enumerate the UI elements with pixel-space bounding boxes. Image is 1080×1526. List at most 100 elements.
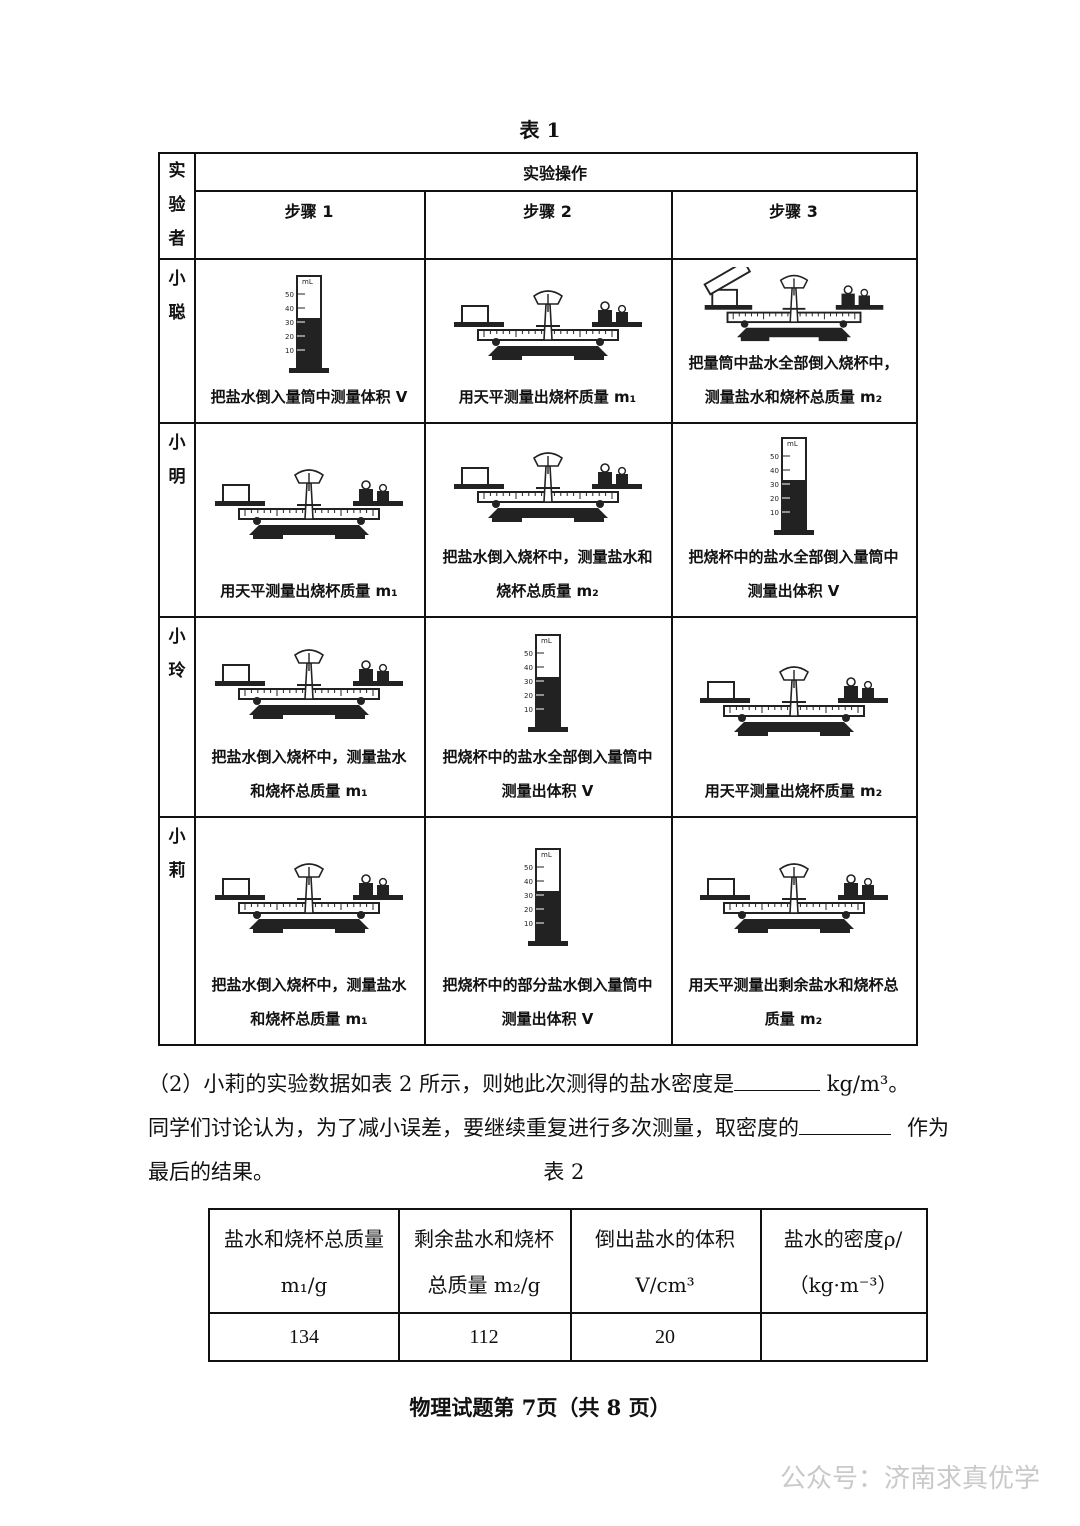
table2-header-line: 剩余盐水和烧杯 <box>414 1227 554 1251</box>
table2-header-line: 盐水的密度ρ/ <box>783 1227 903 1251</box>
question-text-2a: 同学们讨论认为，为了减小误差，要继续重复进行多次测量，取密度的 <box>148 1116 799 1140</box>
table2-header-line: m₁/g <box>280 1273 328 1297</box>
table2-value-1: 134 <box>289 1326 319 1348</box>
svg-text:30: 30 <box>285 319 294 327</box>
table2-row-line <box>210 1312 926 1314</box>
step-cell: 用天平测量出烧杯质量 m₂ <box>671 616 916 816</box>
question-text-2b: 作为 <box>907 1116 949 1140</box>
step-caption: 用天平测量出烧杯质量 m₁ <box>194 574 424 608</box>
svg-text:20: 20 <box>524 692 533 700</box>
step-caption: 把盐水倒入烧杯中，测量盐水和烧杯总质量 m₂ <box>424 540 671 608</box>
balance-icon <box>453 290 642 360</box>
svg-text:40: 40 <box>770 467 779 475</box>
caption-line: 测量出体积 V <box>747 582 840 600</box>
balance-drawing <box>453 290 642 360</box>
svg-text:mL: mL <box>541 637 552 645</box>
balance-icon <box>215 649 403 719</box>
table2-value-4[interactable] <box>760 1314 926 1360</box>
table2-header-line: 盐水和烧杯总质量 <box>224 1227 384 1251</box>
step-cell: 用天平测量出烧杯质量 m₁ <box>424 258 671 422</box>
caption-line: 把盐水倒入烧杯中，测量盐水和 <box>442 548 653 566</box>
balance-drawing <box>699 863 888 933</box>
caption-line: 测量出体积 V <box>501 1010 594 1028</box>
svg-text:50: 50 <box>285 291 294 299</box>
caption-line: 和烧杯总质量 m₁ <box>250 782 368 800</box>
step-header-3: 步骤 3 <box>769 202 818 221</box>
caption-line: 把盐水倒入烧杯中，测量盐水 <box>211 976 407 994</box>
svg-text:mL: mL <box>302 278 313 286</box>
table2-header-line: V/cm³ <box>635 1273 695 1297</box>
table2-header-1: 盐水和烧杯总质量 m₁/g <box>210 1210 398 1314</box>
step-cell: 把盐水倒入烧杯中，测量盐水和烧杯总质量 m₂ <box>424 422 671 616</box>
caption-line: 把盐水倒入烧杯中，测量盐水 <box>211 748 407 766</box>
table2-col-line <box>398 1210 400 1360</box>
balance-drawing <box>699 666 888 736</box>
step-cell: 用天平测量出剩余盐水和烧杯总质量 m₂ <box>671 816 916 1044</box>
table2-value-3: 20 <box>655 1326 675 1348</box>
table2-value-2: 112 <box>469 1326 499 1348</box>
svg-text:10: 10 <box>524 920 533 928</box>
svg-text:40: 40 <box>524 878 533 886</box>
balance-icon <box>215 863 403 933</box>
svg-text:10: 10 <box>524 706 533 714</box>
balance-icon <box>699 666 888 736</box>
step-cell: mL 50 40 30 20 10 把烧杯中的盐水全部倒入量筒中测量出体积 V <box>671 422 916 616</box>
group-header: 实验操作 <box>522 164 587 183</box>
cylinder-icon: mL 50 40 30 20 10 <box>770 437 814 535</box>
svg-text:50: 50 <box>770 453 779 461</box>
svg-text:10: 10 <box>285 347 294 355</box>
balance-pour-icon <box>702 267 883 342</box>
svg-text:20: 20 <box>770 495 779 503</box>
question-line-1: （2）小莉的实验数据如表 2 所示，则她此次测得的盐水密度是 kg/m³。 <box>148 1062 909 1106</box>
step-cell: 把盐水倒入烧杯中，测量盐水和烧杯总质量 m₁ <box>194 816 424 1044</box>
method-answer-blank[interactable] <box>799 1112 891 1135</box>
svg-text:40: 40 <box>524 664 533 672</box>
caption-line: 把盐水倒入量筒中测量体积 V <box>210 388 408 406</box>
table1-row-line <box>160 422 916 424</box>
svg-text:50: 50 <box>524 864 533 872</box>
step-caption: 用天平测量出烧杯质量 m₁ <box>424 380 671 414</box>
svg-text:30: 30 <box>770 481 779 489</box>
experimenter-name-char: 小 <box>168 827 186 847</box>
step-caption: 把烧杯中的盐水全部倒入量筒中测量出体积 V <box>424 740 671 808</box>
cylinder-drawing: mL 50 40 30 20 10 <box>770 437 814 535</box>
table2-col-line <box>570 1210 572 1360</box>
density-answer-blank[interactable] <box>734 1068 821 1091</box>
table2-header-line: 总质量 m₂/g <box>427 1273 541 1297</box>
step-caption: 把烧杯中的部分盐水倒入量筒中测量出体积 V <box>424 968 671 1036</box>
table2-header-4: 盐水的密度ρ/（kg·m⁻³） <box>760 1210 926 1314</box>
svg-text:50: 50 <box>524 650 533 658</box>
caption-line: 烧杯总质量 m₂ <box>496 582 599 600</box>
caption-line: 把烧杯中的盐水全部倒入量筒中 <box>442 748 653 766</box>
experimenter-name-char: 莉 <box>168 861 186 881</box>
table2-col-line <box>760 1210 762 1360</box>
table1-title: 表 1 <box>519 118 561 142</box>
step-caption: 用天平测量出烧杯质量 m₂ <box>671 774 916 808</box>
step-caption: 用天平测量出剩余盐水和烧杯总质量 m₂ <box>671 968 916 1036</box>
cylinder-icon: mL 50 40 30 20 10 <box>524 634 568 732</box>
caption-line: 测量盐水和烧杯总质量 m₂ <box>704 388 883 406</box>
caption-line: 和烧杯总质量 m₁ <box>250 1010 368 1028</box>
step-header-1: 步骤 1 <box>284 202 334 221</box>
caption-line: 用天平测量出烧杯质量 m₁ <box>458 388 637 406</box>
table1-row-line <box>160 816 916 818</box>
experimenter-name-char: 明 <box>168 467 186 487</box>
svg-text:20: 20 <box>524 906 533 914</box>
step-caption: 把量筒中盐水全部倒入烧杯中，测量盐水和烧杯总质量 m₂ <box>671 346 916 414</box>
balance-icon <box>699 863 888 933</box>
svg-text:mL: mL <box>787 440 798 448</box>
step-caption: 把烧杯中的盐水全部倒入量筒中测量出体积 V <box>671 540 916 608</box>
experimenter-name-char: 小 <box>168 269 186 289</box>
caption-line: 用天平测量出烧杯质量 m₂ <box>704 782 883 800</box>
svg-text:10: 10 <box>770 509 779 517</box>
svg-text:30: 30 <box>524 678 533 686</box>
caption-line: 把烧杯中的部分盐水倒入量筒中 <box>442 976 653 994</box>
balance-drawing <box>215 863 403 933</box>
balance-drawing <box>453 452 642 522</box>
